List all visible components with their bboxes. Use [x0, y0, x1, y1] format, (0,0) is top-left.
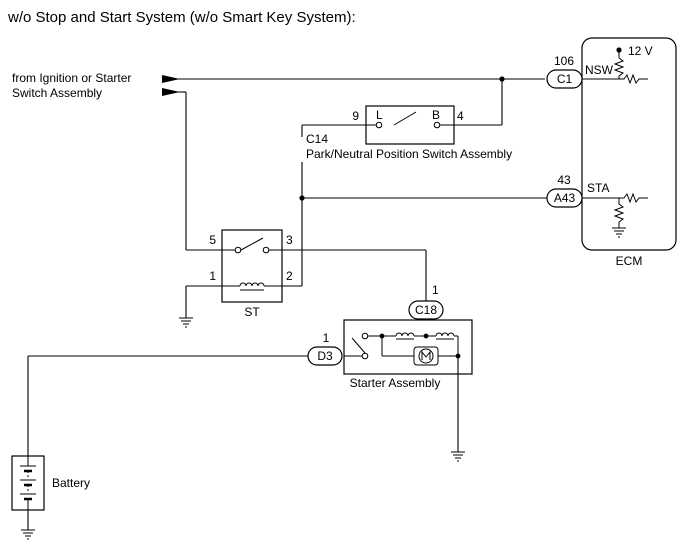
connector-c1: C1 106 — [546, 54, 583, 89]
input-arrow-bottom — [162, 88, 180, 96]
source-label-line1: from Ignition or Starter — [12, 71, 131, 85]
pin-106-label: 106 — [554, 54, 574, 68]
pn-term-l: L — [376, 108, 383, 122]
starter-ground-icon — [451, 451, 465, 462]
ecm-voltage-label: 12 V — [628, 44, 653, 58]
starter-motor-icon — [418, 348, 434, 364]
sta-pulldown-resistor — [613, 203, 625, 223]
wire-ignition-to-relay — [180, 91, 222, 251]
sta-input-resistor — [619, 192, 648, 204]
relay-pin-5: 5 — [209, 233, 216, 247]
starter-pin-1-left: 1 — [323, 331, 330, 345]
starter-switch-contact — [351, 337, 366, 354]
park-neutral-switch: L B 9 4 — [352, 105, 464, 145]
pn-pin-4: 4 — [457, 109, 464, 123]
st-relay-label: ST — [244, 305, 260, 319]
relay-pin-2: 2 — [286, 269, 293, 283]
pin-43-label: 43 — [557, 173, 571, 187]
connector-d3-label: D3 — [317, 349, 333, 363]
ecm-sta-label: STA — [587, 181, 609, 195]
ecm-nsw-circuit: 12 V NSW — [582, 44, 653, 85]
nsw-pullup-resistor — [613, 57, 625, 77]
st-relay-coil — [239, 282, 265, 287]
battery-label: Battery — [52, 476, 90, 490]
wire-battery-ground — [21, 510, 35, 540]
pn-switch-contact — [393, 111, 417, 126]
st-relay: 5 3 1 2 — [209, 229, 293, 303]
connector-a43-label: A43 — [554, 191, 576, 205]
pn-term-b: B — [432, 108, 440, 122]
wire-pn-to-sta — [282, 124, 547, 287]
starter-coil-1 — [395, 332, 415, 337]
battery-ground-icon — [21, 529, 35, 540]
connector-c1-label: C1 — [557, 72, 573, 86]
wire-battery-to-starter — [27, 355, 308, 456]
source-label-line2: Switch Assembly — [12, 86, 102, 100]
nsw-input-resistor — [619, 73, 648, 85]
ecm-ground-icon — [612, 227, 626, 238]
relay-pin-1: 1 — [209, 269, 216, 283]
battery — [11, 455, 45, 511]
ecm-label: ECM — [616, 254, 643, 268]
input-arrow-top — [162, 75, 180, 83]
connector-c18: C18 — [408, 300, 444, 320]
pn-pin-9: 9 — [352, 109, 359, 123]
ecm-nsw-label: NSW — [585, 63, 614, 77]
wire-starter-ground — [451, 356, 465, 462]
relay-ground-icon — [179, 317, 193, 328]
relay-pin-3: 3 — [286, 233, 293, 247]
connector-c18-label: C18 — [415, 303, 437, 317]
starter-label: Starter Assembly — [350, 376, 441, 390]
ecm-block — [581, 37, 677, 251]
diagram-title: w/o Stop and Start System (w/o Smart Key… — [7, 9, 356, 26]
starter-pin-1-top: 1 — [432, 283, 439, 297]
wire-ignition-to-ecm — [180, 76, 545, 126]
starter-coil-2 — [435, 332, 455, 337]
ecm-sta-circuit: STA — [582, 181, 648, 238]
st-relay-box — [221, 229, 283, 303]
st-relay-contact — [240, 237, 264, 251]
wire-relay-ground — [179, 285, 222, 328]
connector-a43: A43 43 — [546, 173, 583, 208]
starter-box — [343, 319, 473, 375]
wire-relay-to-starter — [282, 249, 427, 301]
connector-d3: D3 1 — [307, 331, 343, 366]
starter-assembly — [343, 319, 473, 375]
pn-switch-label: Park/Neutral Position Switch Assembly — [306, 147, 512, 161]
pn-connector-c14: C14 — [306, 132, 328, 146]
